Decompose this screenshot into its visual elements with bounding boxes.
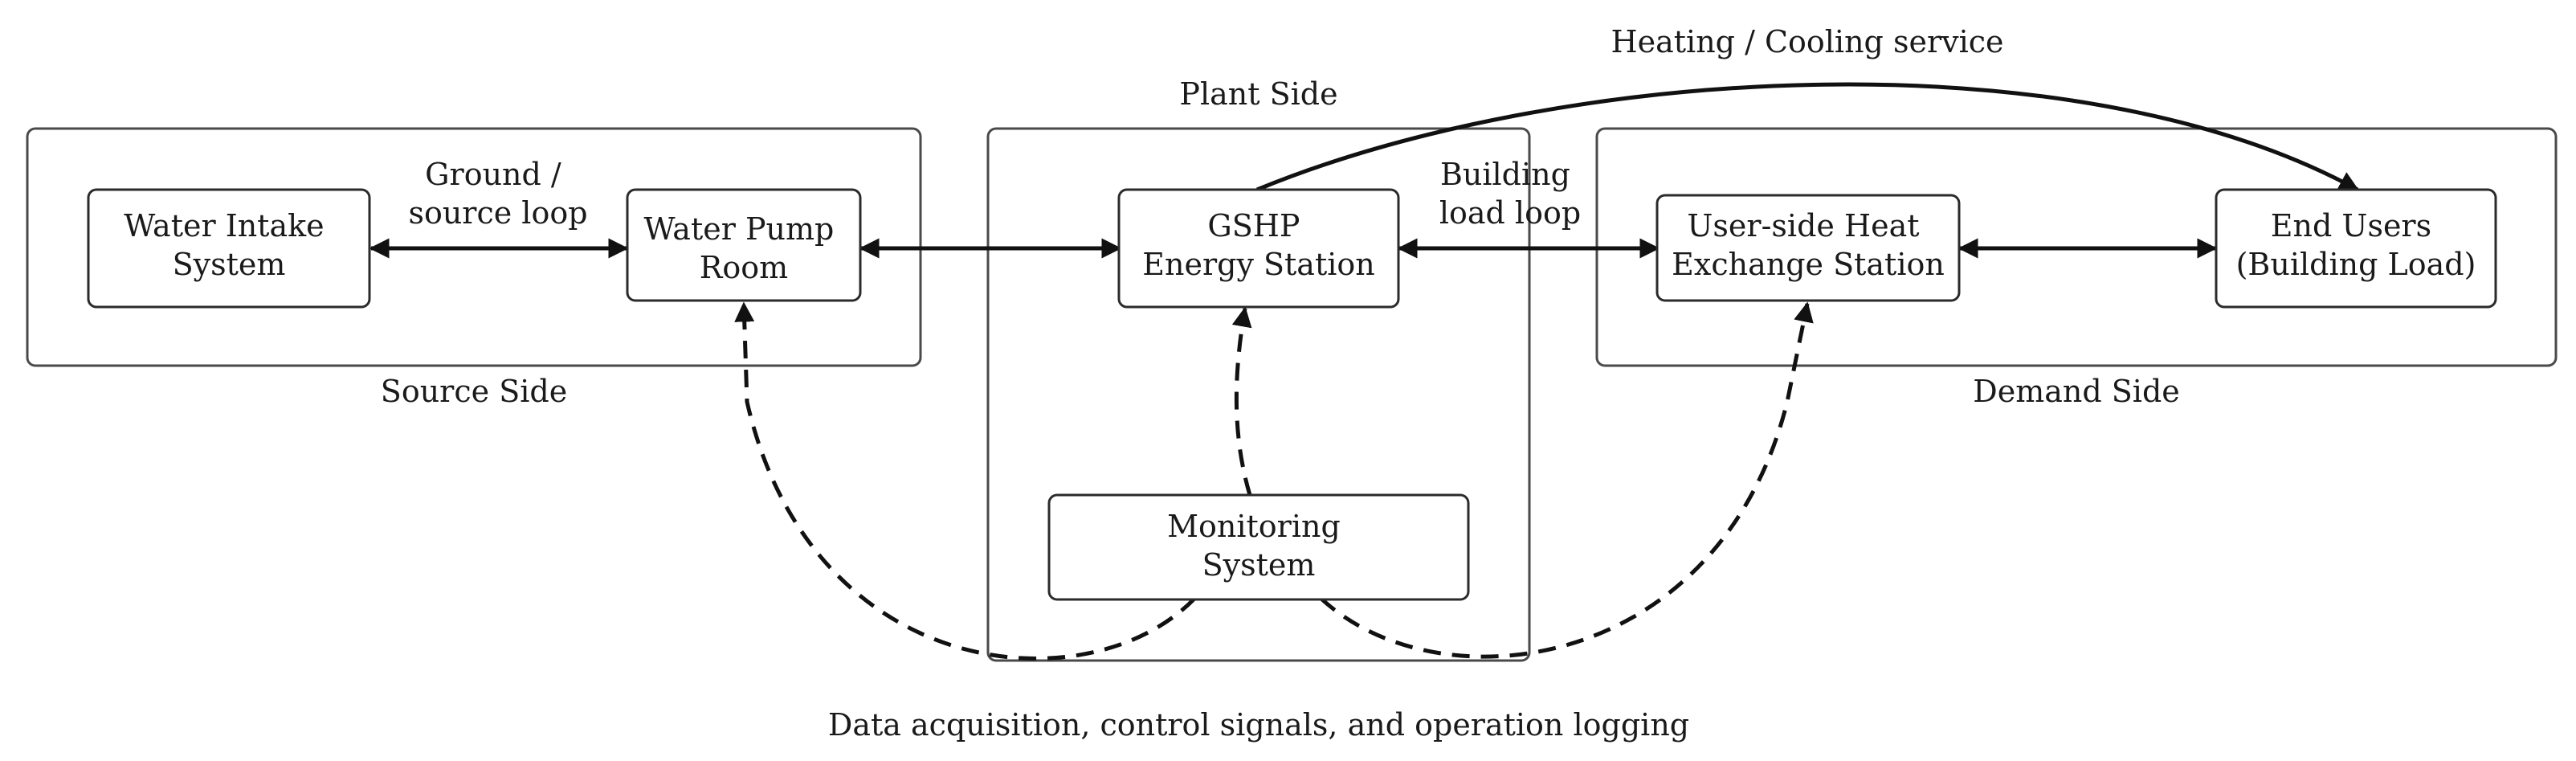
service-arrow — [1256, 82, 2360, 192]
water-intake-line-2: System — [173, 247, 286, 282]
plant-side-label: Plant Side — [1179, 76, 1337, 112]
service-label: Heating / Cooling service — [1611, 24, 2003, 59]
water-pump-line-1: Water Pump — [644, 211, 835, 247]
end-users-line-1: End Users — [2271, 208, 2431, 243]
gshp-line-2: Energy Station — [1142, 247, 1374, 282]
user-hx-line-2: Exchange Station — [1672, 247, 1945, 282]
svg-text:Water Intake System: Water Intake System — [124, 208, 333, 282]
user-hx-line-1: User-side Heat — [1687, 208, 1919, 243]
svg-text:GSHP Energy Station: GSHP Energy Station — [1142, 208, 1374, 282]
svg-text:Monitoring System: Monitoring System — [1167, 509, 1350, 583]
water-pump-node: Water Pump Room — [626, 188, 862, 302]
end-users-line-2: (Building Load) — [2236, 247, 2476, 282]
svg-text:User-side Heat Exchange: User-side Heat Exchange Station — [1672, 208, 1945, 282]
monitoring-line-1: Monitoring — [1167, 509, 1341, 544]
building-loop-label: Building load loop — [1439, 157, 1581, 231]
ground-loop-label: Ground / source loop — [408, 157, 587, 231]
monitoring-line-2: System — [1202, 547, 1316, 583]
svg-text:Water Pump Room: Water Pump Room — [644, 211, 844, 285]
monitoring-to-pump-arrow — [734, 301, 1196, 661]
water-pump-line-2: Room — [700, 250, 788, 285]
water-intake-node: Water Intake System — [87, 188, 371, 309]
water-intake-line-1: Water Intake — [124, 208, 324, 243]
svg-text:End Users (Building Load: End Users (Building Load) — [2236, 208, 2476, 282]
gshp-line-1: GSHP — [1207, 208, 1300, 243]
data-flow-label: Data acquisition, control signals, and o… — [828, 707, 1689, 743]
end-users-node: End Users (Building Load) — [2215, 188, 2497, 309]
gshp-node: GSHP Energy Station — [1117, 188, 1400, 309]
source-side-label: Source Side — [381, 374, 567, 409]
monitoring-to-gshp-arrow — [1231, 306, 1252, 496]
demand-side-label: Demand Side — [1973, 374, 2180, 409]
monitoring-to-hx-arrow — [1320, 301, 1814, 659]
monitoring-node: Monitoring System — [1047, 493, 1470, 601]
user-hx-node: User-side Heat Exchange Station — [1655, 194, 1961, 302]
